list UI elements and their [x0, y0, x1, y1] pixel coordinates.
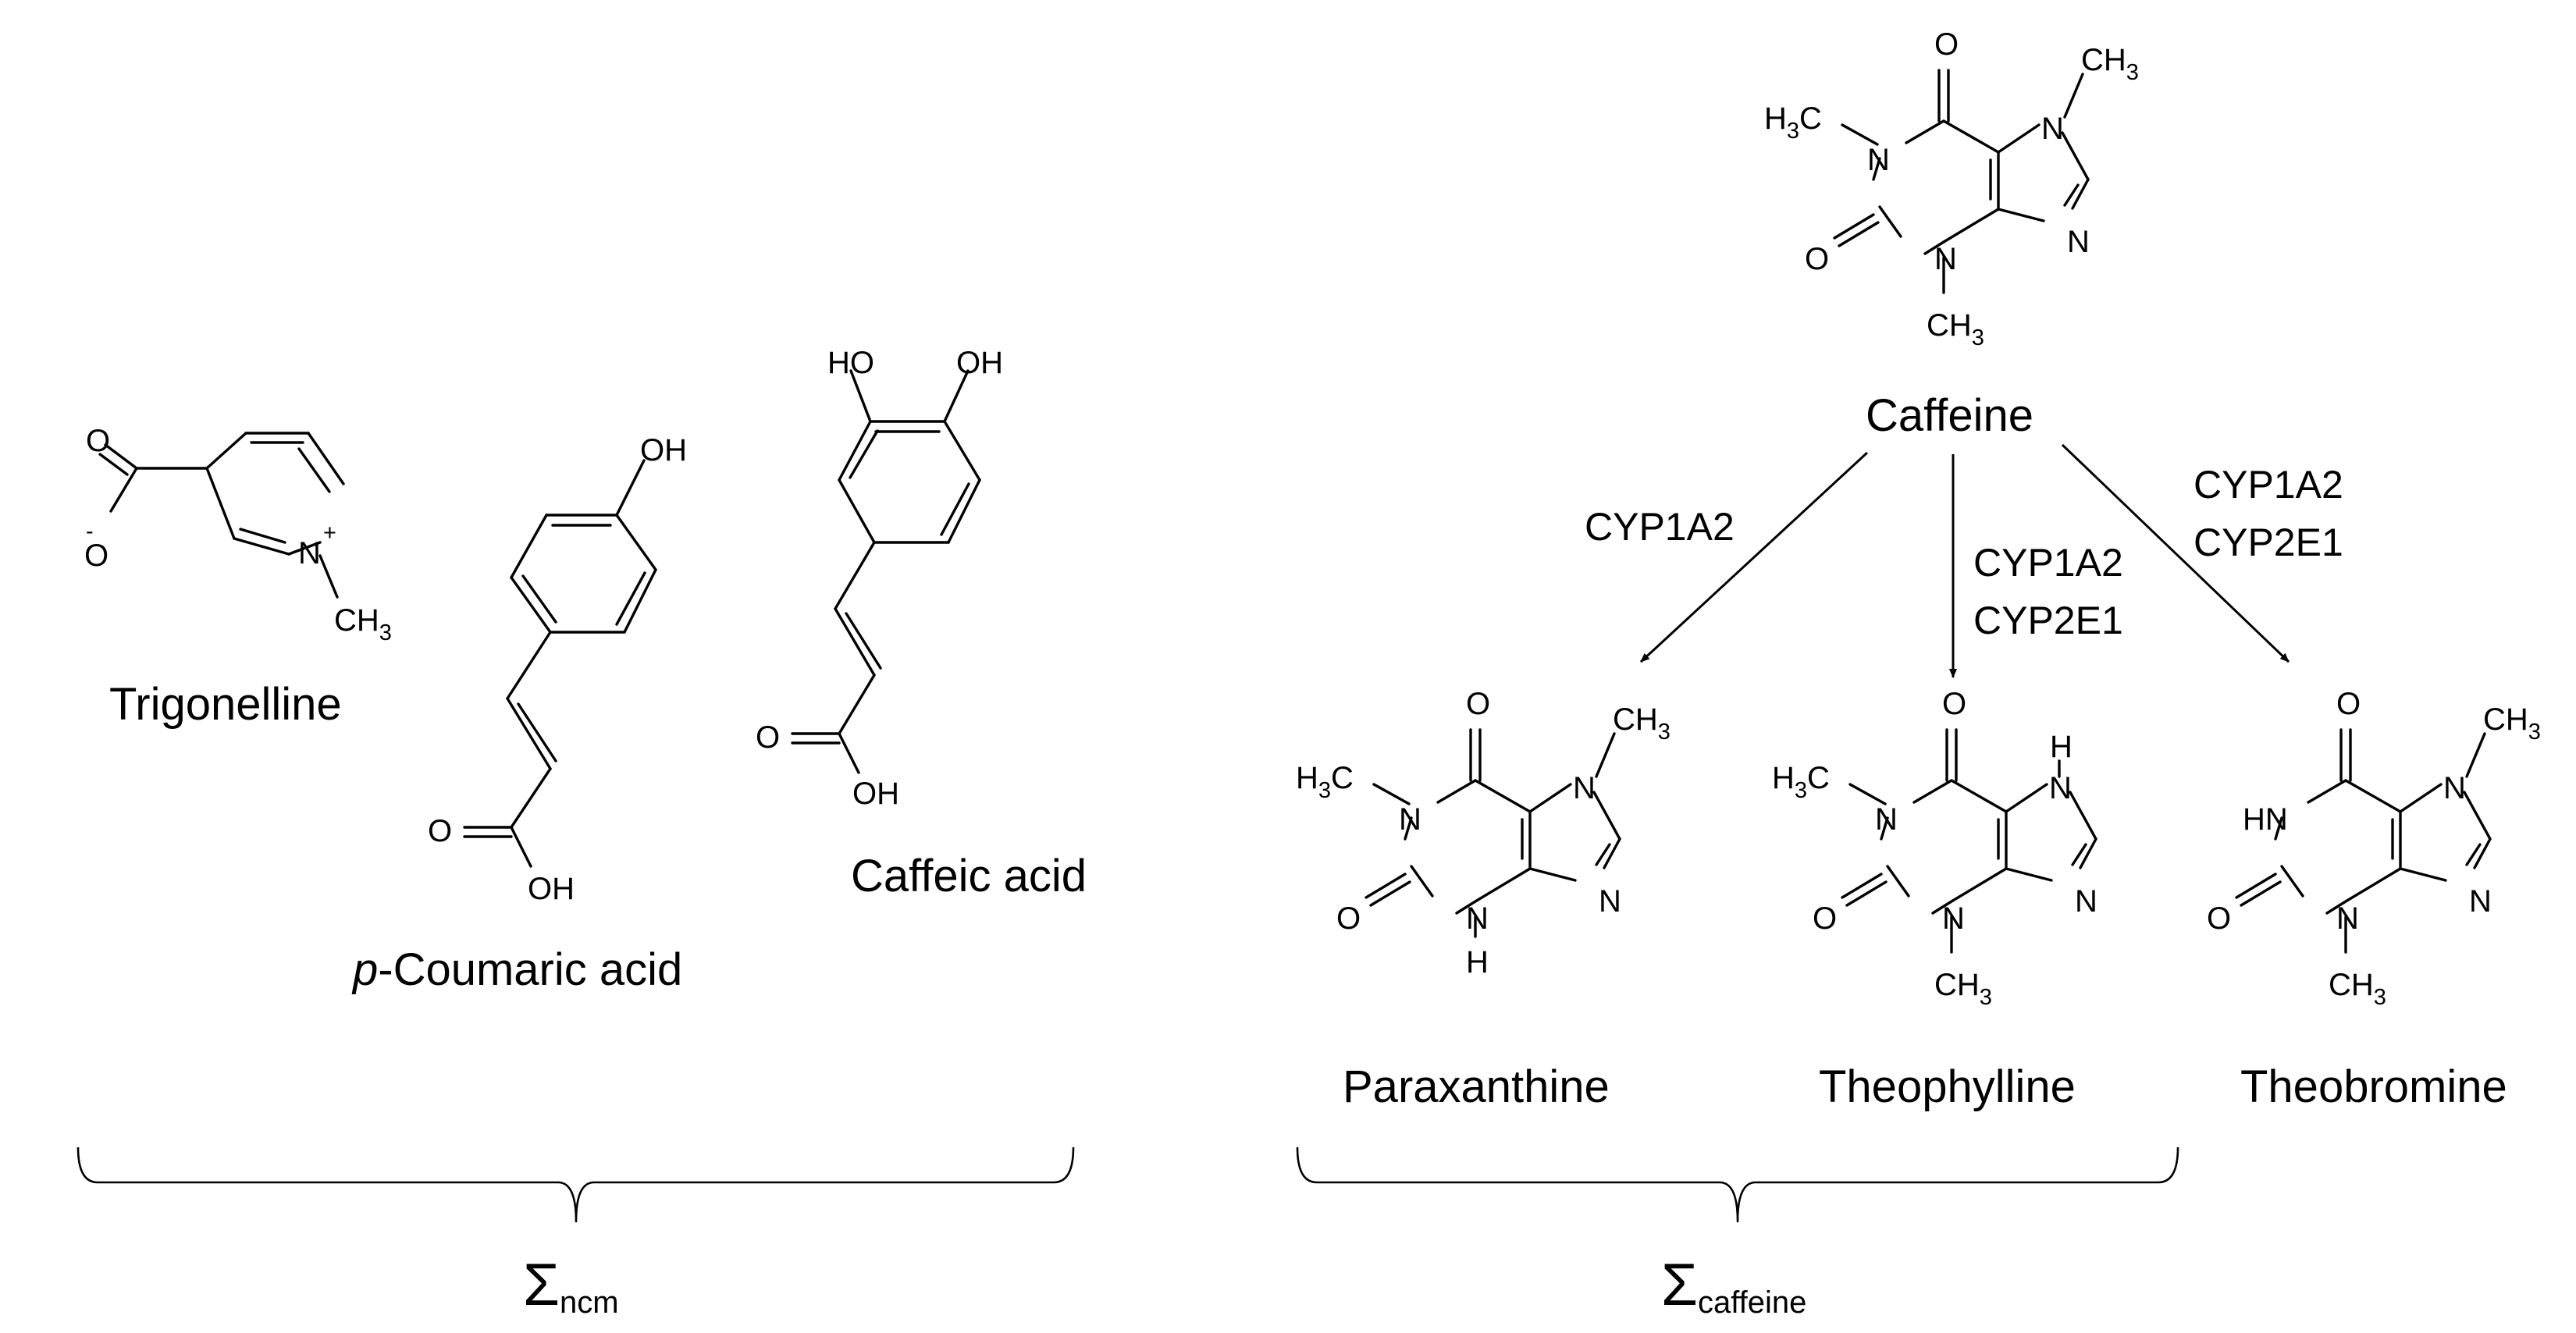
atom-n: N	[1867, 143, 1890, 177]
arrow-to-paraxanthine	[1639, 451, 1869, 663]
atom-n: N	[298, 536, 321, 571]
atom-n: N	[2075, 884, 2097, 919]
brace-ncm	[76, 1146, 1075, 1223]
atom-o: O	[1813, 901, 1837, 936]
atom-oh: OH	[956, 346, 1003, 380]
theobromine-name: Theobromine	[2240, 1061, 2507, 1112]
atom-o: O	[1942, 687, 1966, 721]
methyl-label: H3C	[1764, 101, 1822, 144]
atom-hn: HN	[2243, 802, 2288, 837]
atom-n: N	[1875, 802, 1898, 837]
caffeic-acid-structure	[791, 369, 981, 774]
atom-o: O	[86, 424, 110, 458]
enzyme-label: CYP2E1	[1973, 599, 2123, 642]
atom-n: N	[2067, 225, 2090, 259]
atom-o: O	[1336, 901, 1361, 936]
atom-n: N	[1599, 884, 1621, 919]
atom-n: N	[2049, 771, 2072, 805]
atom-o: O	[1466, 687, 1490, 721]
atom-o: O	[1805, 242, 1829, 276]
caffeine-name: Caffeine	[1866, 390, 2033, 441]
atom-ho: HO	[827, 346, 874, 380]
sum-caffeine-label: Σcaffeine	[1661, 1252, 1806, 1320]
paraxanthine-name: Paraxanthine	[1343, 1061, 1610, 1112]
atom-n: N	[1466, 901, 1489, 936]
atom-o: O	[428, 814, 452, 848]
theobromine-structure	[2235, 728, 2492, 954]
atom-h: H	[2050, 730, 2073, 764]
trigonelline-structure	[98, 432, 345, 599]
sum-ncm-label: Σncm	[523, 1252, 619, 1320]
atom-n: N	[2469, 884, 2492, 919]
methyl-label: CH3	[2081, 43, 2139, 85]
methyl-label: CH3	[1613, 702, 1670, 745]
atom-n: N	[2041, 112, 2064, 146]
caffeine-structure	[1833, 69, 2090, 294]
methyl-label: CH3	[1927, 308, 1984, 350]
enzyme-label: CYP1A2	[1585, 505, 1735, 549]
methyl-label: H3C	[1772, 761, 1830, 803]
atom-n: N	[2443, 771, 2466, 805]
atom-oh: OH	[852, 777, 899, 811]
charge-plus: +	[323, 521, 336, 546]
methyl-label: CH3	[2329, 968, 2386, 1010]
atom-n: N	[2336, 901, 2359, 936]
atom-n: N	[1573, 771, 1596, 805]
enzyme-label: CYP1A2	[2194, 463, 2343, 507]
atom-n: N	[1934, 242, 1957, 276]
atom-n: N	[1942, 901, 1965, 936]
p-coumaric-acid-name: p-Coumaric acid	[351, 944, 682, 995]
enzyme-label: CYP1A2	[1973, 541, 2123, 585]
paraxanthine-structure	[1364, 728, 1621, 938]
arrow-to-theobromine	[2061, 443, 2290, 663]
atom-o: O	[84, 539, 109, 573]
atom-o: O	[2336, 687, 2361, 721]
atom-o: O	[756, 720, 780, 755]
methyl-label: CH3	[334, 603, 392, 645]
atom-oh: OH	[528, 872, 575, 906]
methyl-label: CH3	[2483, 702, 2541, 745]
caffeic-acid-name: Caffeic acid	[851, 851, 1087, 901]
atom-h: H	[1466, 945, 1489, 979]
methyl-label: H3C	[1296, 761, 1354, 803]
trigonelline-name: Trigonelline	[109, 679, 342, 730]
methyl-label: CH3	[1934, 968, 1992, 1010]
charge-minus: -	[86, 519, 94, 544]
atom-oh: OH	[640, 433, 687, 467]
atom-n: N	[1399, 802, 1421, 837]
theophylline-name: Theophylline	[1819, 1061, 2076, 1112]
atom-o: O	[1934, 27, 1959, 62]
brace-caffeine	[1296, 1146, 2179, 1223]
enzyme-label: CYP2E1	[2194, 521, 2343, 564]
p-coumaric-acid-structure	[463, 459, 657, 868]
atom-o: O	[2207, 901, 2231, 936]
theophylline-structure	[1841, 728, 2097, 954]
